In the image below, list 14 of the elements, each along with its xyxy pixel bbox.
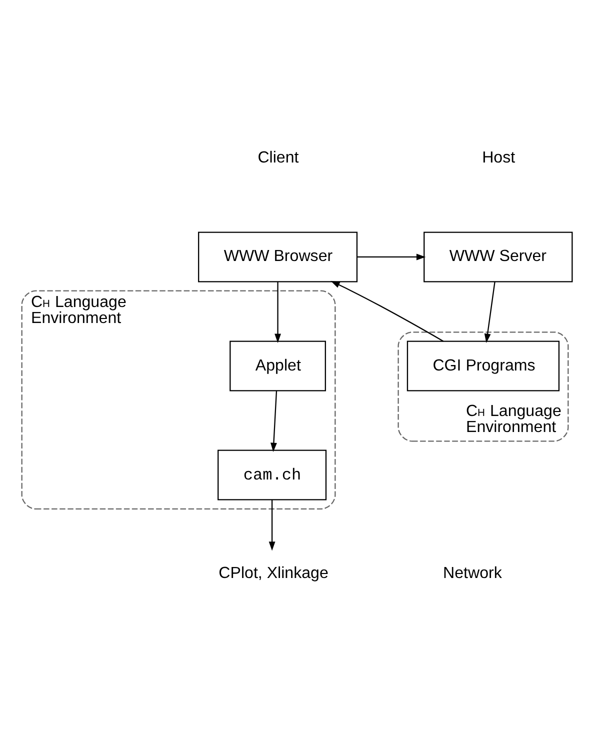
arrow <box>270 390 278 452</box>
node-box: WWW Browser <box>198 232 358 282</box>
label: Client <box>258 148 299 167</box>
arrow <box>357 254 426 260</box>
node-box: cam.ch <box>218 450 327 500</box>
arrow <box>268 500 276 551</box>
label: Host <box>482 148 516 167</box>
node-text: CPlot, Xlinkage <box>218 564 328 582</box>
node-box: Applet <box>230 340 326 392</box>
arrow <box>274 282 281 343</box>
node-box: CGI Programs <box>406 340 560 392</box>
node-box: WWW Server <box>424 232 573 282</box>
arrow <box>484 282 496 343</box>
label: Network <box>443 564 502 582</box>
